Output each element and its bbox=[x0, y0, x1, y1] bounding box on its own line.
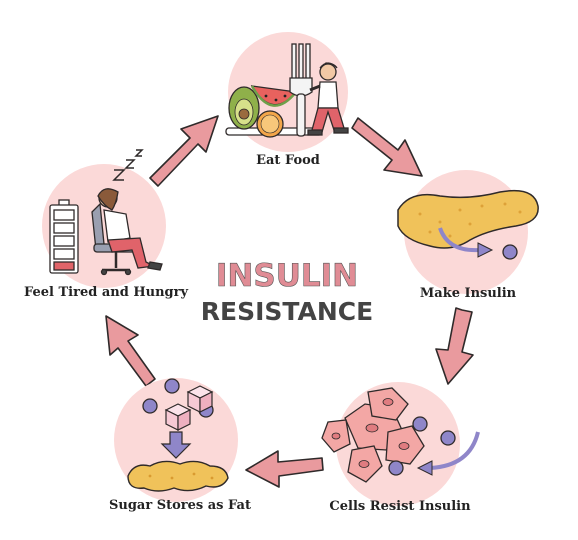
step-sugar-stores-as-fat: Sugar Stores as Fat bbox=[109, 378, 251, 513]
fat-blob-icon bbox=[127, 460, 229, 492]
arrow-insulin-to-cells bbox=[435, 307, 474, 385]
arrow-fat-to-tired bbox=[105, 315, 156, 387]
step-label-eat-food: Eat Food bbox=[256, 153, 320, 168]
step-feel-tired-and-hungry: Feel Tired and Hungry bbox=[24, 149, 188, 300]
step-label-make-insulin: Make Insulin bbox=[420, 286, 517, 301]
title-resistance: RESISTANCE bbox=[201, 297, 373, 326]
person-holding-fork-icon bbox=[307, 62, 349, 136]
glucose-molecule-icon-2 bbox=[164, 378, 180, 394]
step-label-sugar-stores-as-fat: Sugar Stores as Fat bbox=[109, 498, 251, 513]
step-eat-food: Eat Food bbox=[225, 32, 349, 168]
sleep-zzz-icon bbox=[112, 149, 144, 181]
arrow-food-to-insulin bbox=[351, 117, 423, 177]
sugar-cube-icon bbox=[186, 385, 214, 413]
insulin-molecule-icon-2 bbox=[412, 416, 428, 432]
insulin-release-arrow bbox=[438, 227, 481, 253]
insulin-blocked-arrow bbox=[429, 431, 480, 470]
insulin-molecule-icon-4 bbox=[388, 460, 404, 476]
low-battery-icon bbox=[49, 199, 79, 274]
step-label-cells-resist-insulin: Cells Resist Insulin bbox=[329, 499, 471, 514]
insulin-molecule-icon-3 bbox=[440, 430, 456, 446]
tired-person-icon bbox=[91, 188, 163, 276]
cycle-arrows bbox=[105, 115, 474, 488]
step-make-insulin: Make Insulin bbox=[397, 170, 539, 301]
glucose-molecule-icon bbox=[142, 398, 158, 414]
down-arrow-icon bbox=[160, 431, 192, 459]
pancreas-icon bbox=[397, 189, 539, 249]
insulin-molecule-icon bbox=[502, 244, 518, 260]
fork-icon bbox=[289, 43, 313, 137]
arrow-tired-to-food bbox=[149, 115, 219, 187]
step-cells-resist-insulin: Cells Resist Insulin bbox=[321, 382, 480, 514]
step-label-feel-tired-and-hungry: Feel Tired and Hungry bbox=[24, 285, 188, 300]
title-insulin: INSULIN bbox=[216, 258, 358, 294]
arrow-cells-to-fat bbox=[245, 450, 324, 488]
sugar-cube-icon-2 bbox=[164, 403, 192, 431]
